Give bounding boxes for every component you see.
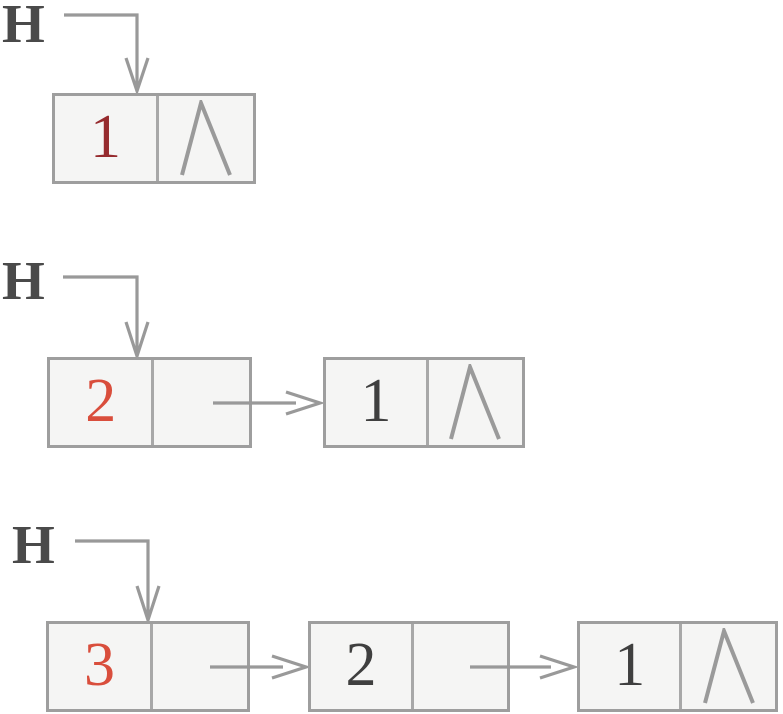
head-label: H xyxy=(2,0,45,54)
null-marker-icon xyxy=(702,627,755,704)
node: 1 xyxy=(52,93,256,184)
node-divider xyxy=(151,360,155,445)
node-value: 1 xyxy=(614,630,646,699)
node-divider xyxy=(149,624,153,709)
node-divider xyxy=(155,96,159,181)
node-value-cell: 1 xyxy=(55,96,156,181)
node-next-cell xyxy=(429,360,522,445)
node-divider xyxy=(679,624,683,709)
head-pointer-arrow xyxy=(75,539,161,626)
node-divider xyxy=(410,624,414,709)
node: 1 xyxy=(577,621,778,712)
node: 1 xyxy=(323,357,525,448)
node-next-cell xyxy=(159,96,253,181)
node: 3 xyxy=(46,621,250,712)
next-pointer-arrow xyxy=(210,654,312,680)
node-value-cell: 1 xyxy=(326,360,426,445)
next-pointer-arrow xyxy=(470,654,580,680)
node-value: 1 xyxy=(89,102,121,171)
head-label: H xyxy=(2,250,45,311)
node-value-cell: 1 xyxy=(580,624,679,709)
node-divider xyxy=(425,360,429,445)
head-pointer-arrow xyxy=(64,13,150,97)
head-label: H xyxy=(12,514,55,575)
node-value-cell: 3 xyxy=(49,624,150,709)
node-value: 2 xyxy=(85,366,117,435)
node-value: 1 xyxy=(360,366,392,435)
node-value: 3 xyxy=(83,630,115,699)
node: 2 xyxy=(47,357,252,448)
node: 2 xyxy=(308,621,510,712)
node-value: 2 xyxy=(345,630,377,699)
null-marker-icon xyxy=(449,363,502,440)
head-pointer-arrow xyxy=(63,275,150,362)
node-value-cell: 2 xyxy=(50,360,151,445)
node-next-cell xyxy=(682,624,775,709)
null-marker-icon xyxy=(180,99,232,176)
next-pointer-arrow xyxy=(213,390,326,416)
node-value-cell: 2 xyxy=(311,624,411,709)
